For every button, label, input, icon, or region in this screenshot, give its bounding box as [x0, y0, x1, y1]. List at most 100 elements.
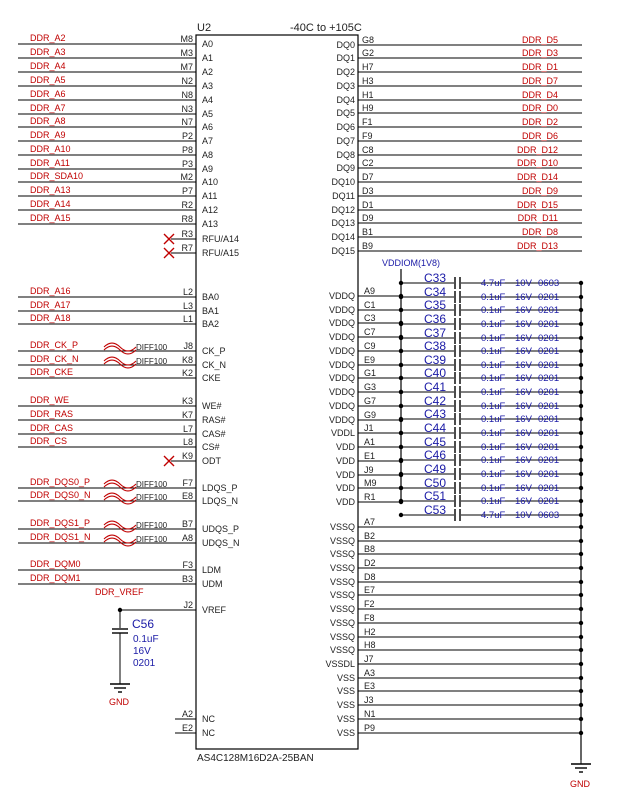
- pin-number: F7: [182, 478, 193, 488]
- pin-name: VDDQ: [329, 291, 355, 301]
- junction-dot: [578, 444, 584, 450]
- pin-name: VREF: [202, 605, 227, 615]
- cap-voltage: 16V: [515, 360, 533, 371]
- pin-number: J3: [364, 695, 374, 705]
- pin-name: DQ7: [336, 136, 355, 146]
- cap-value: 4.7uF: [481, 278, 505, 289]
- pin-name: VDD: [336, 483, 356, 493]
- gnd-label-right: GND: [570, 779, 591, 789]
- cap-ref: C35: [424, 298, 446, 312]
- pin-number: G3: [364, 382, 376, 392]
- pin-number: H7: [362, 62, 374, 72]
- pin-number: E1: [364, 451, 375, 461]
- cap-voltage: 16V: [515, 442, 533, 453]
- pin-number: E2: [182, 723, 193, 733]
- junction-dot: [578, 647, 584, 653]
- cap-package: 0201: [538, 414, 559, 425]
- net-label: DDR_DQS1_N: [30, 532, 91, 542]
- net-label: DDR_D7: [522, 76, 558, 86]
- net-label: DDR_CKE: [30, 367, 73, 377]
- junction-dot: [578, 688, 584, 694]
- pin-name: UDM: [202, 579, 223, 589]
- cap-voltage: 16V: [515, 455, 533, 466]
- cap-ref: C51: [424, 489, 446, 503]
- junction-dot: [578, 606, 584, 612]
- pin-name: VDD: [336, 470, 356, 480]
- pin-number: G9: [364, 410, 376, 420]
- pin-name: CK_P: [202, 346, 226, 356]
- pin-number: F2: [364, 599, 375, 609]
- pin-name: CKE: [202, 373, 221, 383]
- net-label: DDR_A18: [30, 313, 71, 323]
- cap-voltage: 16V: [515, 428, 533, 439]
- pin-name: NC: [202, 728, 215, 738]
- cap-package: 0201: [538, 483, 559, 494]
- cap-package: 0201: [538, 333, 559, 344]
- net-label: DDR_CK_N: [30, 354, 79, 364]
- pin-number: G7: [364, 396, 376, 406]
- net-label: DDR_D15: [517, 200, 558, 210]
- net-label: DDR_A14: [30, 199, 71, 209]
- junction-dot: [578, 634, 584, 640]
- net-label: DDR_D9: [522, 186, 558, 196]
- gnd-label-left: GND: [109, 697, 130, 707]
- cap-voltage: 16V: [515, 401, 533, 412]
- pin-number: E7: [364, 585, 375, 595]
- pin-number: L8: [183, 437, 193, 447]
- net-label: DDR_A4: [30, 61, 66, 71]
- pin-number: M2: [180, 172, 193, 182]
- pin-name: A5: [202, 109, 213, 119]
- pin-number: H3: [362, 76, 374, 86]
- pin-number: J1: [364, 423, 374, 433]
- pin-name: RFU/A15: [202, 248, 239, 258]
- pin-number: N7: [181, 117, 193, 127]
- junction-dot: [578, 471, 584, 477]
- cap-voltage: 16V: [515, 469, 533, 480]
- vref-net-label: DDR_VREF: [95, 587, 144, 597]
- pin-number: N1: [364, 709, 376, 719]
- net-label: DDR_A8: [30, 116, 66, 126]
- cap-ref: C42: [424, 394, 446, 408]
- junction-dot: [578, 321, 584, 327]
- pin-name: A6: [202, 122, 213, 132]
- pin-number: K7: [182, 410, 193, 420]
- cap-ref: C46: [424, 448, 446, 462]
- pin-name: VDDQ: [329, 318, 355, 328]
- net-label: DDR_D3: [522, 48, 558, 58]
- cap-package: 0201: [538, 373, 559, 384]
- pin-name: ODT: [202, 456, 222, 466]
- pin-number: K9: [182, 451, 193, 461]
- pin-name: DQ6: [336, 122, 355, 132]
- pin-number: F9: [362, 131, 373, 141]
- junction-dot: [578, 389, 584, 395]
- cap-voltage: 16V: [515, 292, 533, 303]
- pin-name: VDDQ: [329, 401, 355, 411]
- junction-dot: [578, 335, 584, 341]
